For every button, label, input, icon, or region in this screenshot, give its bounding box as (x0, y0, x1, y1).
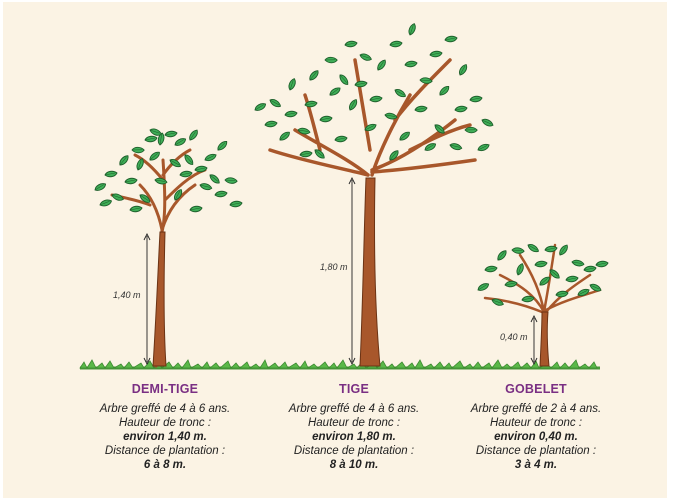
tige-title: TIGE (264, 382, 444, 396)
demi-tige-caption: DEMI-TIGE Arbre greffé de 4 à 6 ans. Hau… (75, 382, 255, 472)
demi-tige-title: DEMI-TIGE (75, 382, 255, 396)
tige-height-label: 1,80 m (320, 262, 348, 272)
gobelet-caption: GOBELET Arbre greffé de 2 à 4 ans. Haute… (446, 382, 626, 472)
tige-distance-value: 8 à 10 m. (264, 458, 444, 472)
gobelet-tree: 0,40 m (477, 242, 608, 366)
tige-height-marker (349, 178, 355, 364)
tige-trunk-value: environ 1,80 m. (264, 430, 444, 444)
demi-tige-trunk-value: environ 1,40 m. (75, 430, 255, 444)
demi-tige-height-label: 1,40 m (113, 290, 141, 300)
gobelet-height-marker (531, 316, 537, 364)
gobelet-trunk-value: environ 0,40 m. (446, 430, 626, 444)
tige-trunk-label: Hauteur de tronc : (264, 416, 444, 430)
gobelet-distance-value: 3 à 4 m. (446, 458, 626, 472)
demi-tige-distance-value: 6 à 8 m. (75, 458, 255, 472)
gobelet-age: Arbre greffé de 2 à 4 ans. (446, 402, 626, 416)
tige-distance-label: Distance de plantation : (264, 444, 444, 458)
tige-caption: TIGE Arbre greffé de 4 à 6 ans. Hauteur … (264, 382, 444, 472)
tige-tree: 1,80 m (254, 23, 494, 366)
tige-age: Arbre greffé de 4 à 6 ans. (264, 402, 444, 416)
tige-foliage (254, 23, 494, 162)
demi-tige-height-marker (144, 234, 150, 364)
demi-tige-age: Arbre greffé de 4 à 6 ans. (75, 402, 255, 416)
demi-tige-distance-label: Distance de plantation : (75, 444, 255, 458)
gobelet-height-label: 0,40 m (500, 332, 528, 342)
gobelet-title: GOBELET (446, 382, 626, 396)
demi-tige-trunk-label: Hauteur de tronc : (75, 416, 255, 430)
gobelet-trunk-label: Hauteur de tronc : (446, 416, 626, 430)
gobelet-distance-label: Distance de plantation : (446, 444, 626, 458)
demi-tige-tree: 1,40 m (94, 127, 242, 366)
